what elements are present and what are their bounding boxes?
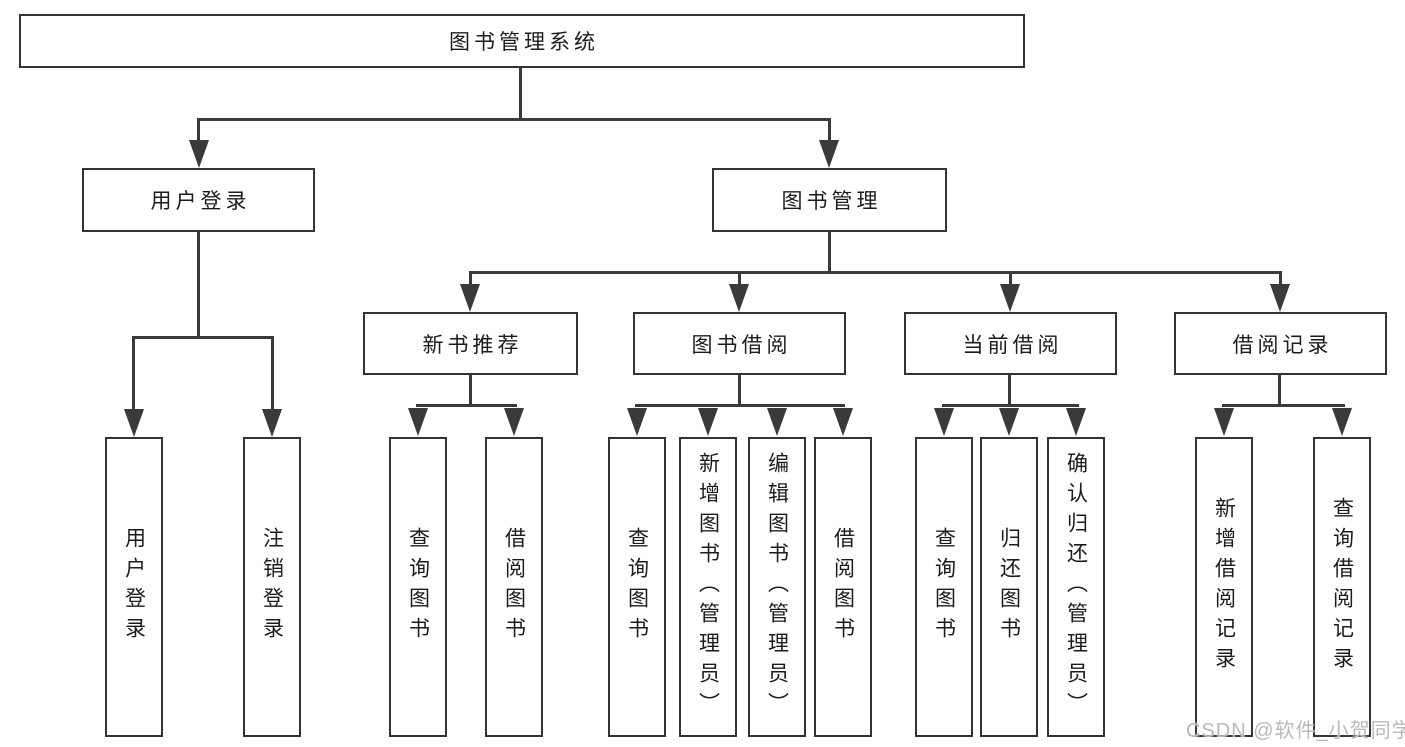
connector-line bbox=[828, 120, 831, 142]
connector-line bbox=[132, 336, 274, 339]
leaf-edit-books-admin: 编辑图书（管理员） bbox=[748, 437, 806, 737]
arrow-down-icon bbox=[627, 408, 647, 436]
arrow-down-icon bbox=[819, 140, 839, 168]
leaf-recommend-borrow-books: 借阅图书 bbox=[485, 437, 543, 737]
arrow-down-icon bbox=[189, 140, 209, 168]
connector-line bbox=[132, 338, 135, 410]
leaf-confirm-return-admin: 确认归还（管理员） bbox=[1047, 437, 1105, 737]
arrow-down-icon bbox=[934, 408, 954, 436]
connector-line bbox=[1009, 273, 1012, 286]
connector-line bbox=[469, 273, 472, 286]
connector-line bbox=[416, 404, 517, 407]
node-book-borrowing: 图书借阅 bbox=[633, 312, 846, 375]
arrow-down-icon bbox=[729, 284, 749, 312]
leaf-borrow-borrow-books: 借阅图书 bbox=[814, 437, 872, 737]
arrow-down-icon bbox=[460, 284, 480, 312]
leaf-add-borrow-record: 新增借阅记录 bbox=[1195, 437, 1253, 737]
connector-line bbox=[197, 232, 200, 339]
leaf-logout: 注销登录 bbox=[243, 437, 301, 737]
arrow-down-icon bbox=[408, 408, 428, 436]
leaf-return-books: 归还图书 bbox=[980, 437, 1038, 737]
arrow-down-icon bbox=[833, 408, 853, 436]
connector-line bbox=[1008, 375, 1011, 407]
watermark: CSDN @软件_小贺同学 bbox=[1186, 720, 1405, 742]
connector-line bbox=[197, 118, 831, 121]
leaf-add-books-admin: 新增图书（管理员） bbox=[679, 437, 737, 737]
connector-line bbox=[635, 404, 845, 407]
connector-line bbox=[197, 120, 200, 142]
leaf-current-query-books: 查询图书 bbox=[915, 437, 973, 737]
connector-line bbox=[519, 67, 522, 120]
leaf-recommend-query-books: 查询图书 bbox=[389, 437, 447, 737]
arrow-down-icon bbox=[1000, 284, 1020, 312]
arrow-down-icon bbox=[999, 408, 1019, 436]
connector-line bbox=[469, 375, 472, 407]
arrow-down-icon bbox=[1270, 284, 1290, 312]
leaf-borrow-query-books: 查询图书 bbox=[608, 437, 666, 737]
arrow-down-icon bbox=[1214, 408, 1234, 436]
connector-line bbox=[738, 273, 741, 286]
arrow-down-icon bbox=[1066, 408, 1086, 436]
leaf-query-borrow-record: 查询借阅记录 bbox=[1313, 437, 1371, 737]
arrow-down-icon bbox=[504, 408, 524, 436]
leaf-user-login: 用户登录 bbox=[105, 437, 163, 737]
arrow-down-icon bbox=[767, 408, 787, 436]
node-current-borrowing: 当前借阅 bbox=[904, 312, 1117, 375]
node-book-management: 图书管理 bbox=[712, 168, 947, 232]
connector-line bbox=[469, 271, 1282, 274]
connector-line bbox=[1222, 404, 1345, 407]
arrow-down-icon bbox=[1332, 408, 1352, 436]
node-library-management-system: 图书管理系统 bbox=[19, 14, 1025, 68]
node-user-login: 用户登录 bbox=[82, 168, 315, 232]
arrow-down-icon bbox=[262, 409, 282, 437]
arrow-down-icon bbox=[124, 409, 144, 437]
connector-line bbox=[1279, 273, 1282, 286]
connector-line bbox=[828, 232, 831, 274]
connector-line bbox=[738, 375, 741, 407]
connector-line bbox=[1278, 375, 1281, 407]
arrow-down-icon bbox=[698, 408, 718, 436]
connector-line bbox=[942, 404, 1079, 407]
connector-line bbox=[271, 338, 274, 410]
node-borrowing-records: 借阅记录 bbox=[1174, 312, 1387, 375]
node-new-book-recommendation: 新书推荐 bbox=[363, 312, 578, 375]
